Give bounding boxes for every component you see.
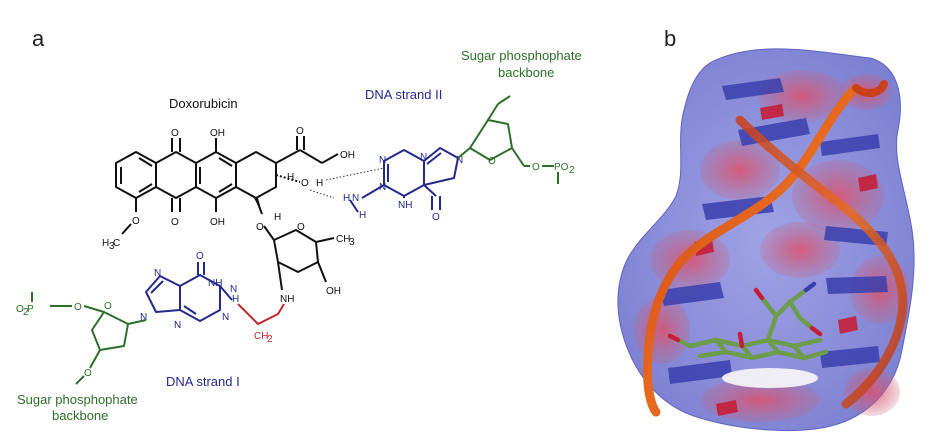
phosphate-o2p-bottom: O 2 P [16, 304, 34, 318]
ring-b [155, 151, 197, 199]
guanine-strand-i [145, 262, 233, 322]
svg-text:H: H [102, 238, 109, 249]
svg-text:N: N [230, 284, 237, 295]
svg-text:O: O [84, 368, 92, 379]
svg-text:NH: NH [398, 200, 412, 211]
svg-text:3: 3 [349, 237, 355, 248]
svg-text:N: N [379, 182, 386, 193]
methyl-h3c: H 3 C [102, 238, 120, 252]
methylene-crosslink [237, 303, 285, 326]
daunosamine-ring [273, 229, 319, 273]
svg-text:2: 2 [267, 334, 273, 345]
atom-h: H [287, 172, 294, 183]
svg-text:O: O [196, 251, 204, 262]
svg-text:N: N [420, 152, 427, 163]
atom-oh: OH [210, 128, 225, 139]
ligand-nitrogen [803, 281, 817, 293]
svg-text:2: 2 [569, 165, 575, 176]
guanine-atoms: N N N N NH O H N H [343, 152, 463, 223]
svg-text:N: N [379, 155, 386, 166]
svg-text:N: N [174, 320, 181, 331]
label-sugar-top-line1: Sugar phosphophate [461, 48, 582, 63]
svg-text:N: N [140, 312, 147, 323]
ring-d [235, 151, 277, 199]
svg-text:O: O [488, 156, 496, 167]
atom-o-glycoside: O [256, 222, 264, 233]
atom-o-sugar: O [297, 222, 305, 233]
panel-label-a: a [32, 26, 45, 51]
sugar-backbone-top-atoms: O O PO 2 [488, 156, 575, 176]
svg-text:O: O [104, 301, 112, 312]
doxorubicin-ligand [675, 287, 829, 361]
surface-patch [634, 296, 690, 364]
ch2-label: CH 2 [254, 331, 273, 345]
sugar-backbone-bottom [31, 292, 147, 385]
svg-text:N: N [352, 193, 359, 204]
svg-text:2: 2 [23, 307, 29, 318]
sugar-backbone-top [457, 95, 559, 184]
atom-h-hbond: H [316, 178, 323, 189]
svg-text:C: C [113, 238, 120, 249]
label-sugar-bottom-line1: Sugar phosphophate [17, 392, 138, 407]
svg-text:O: O [16, 304, 24, 315]
svg-text:O: O [532, 162, 540, 173]
binding-cavity [722, 368, 818, 388]
svg-text:CH: CH [336, 234, 350, 245]
guanine-strand-ii [349, 147, 459, 213]
label-dna-strand-i: DNA strand I [166, 374, 240, 389]
ring-c [195, 151, 237, 199]
atom-o-hbond: O [301, 178, 309, 189]
svg-text:O: O [432, 212, 440, 223]
surface-patch [844, 368, 900, 416]
surface-patch [792, 160, 884, 232]
svg-text:P: P [27, 304, 34, 315]
hydrogen-bonds [309, 167, 385, 199]
panel-label-b: b [664, 26, 676, 51]
atom-oh: OH [340, 150, 355, 161]
svg-text:N: N [222, 312, 229, 323]
phosphate-po2-top: PO 2 [554, 162, 575, 176]
surface-patch [700, 140, 780, 200]
svg-text:NH: NH [208, 278, 222, 289]
doxorubicin-structure [115, 136, 339, 291]
sugar-backbone-bottom-atoms: O O O 2 P O [16, 301, 112, 379]
backbone-ribbon-2 [735, 115, 908, 409]
dna-surface-model [617, 48, 915, 431]
svg-text:H: H [343, 193, 350, 204]
atom-o: O [296, 126, 304, 137]
atom-oh: OH [326, 286, 341, 297]
surface-patch [760, 222, 840, 278]
svg-text:PO: PO [554, 162, 569, 173]
atom-o: O [171, 217, 179, 228]
svg-text:H: H [232, 294, 239, 305]
label-dna-strand-ii: DNA strand II [365, 87, 442, 102]
label-sugar-top-line2: backbone [498, 65, 554, 80]
doxorubicin-atoms: O O OH OH O H 3 C O OH O H H H O O CH 3 … [102, 126, 355, 305]
backbone-ribbon [643, 83, 861, 417]
guanine-i-atoms: O NH N N N N H N [140, 251, 239, 331]
svg-text:H: H [359, 210, 366, 221]
svg-text:CH: CH [254, 331, 268, 342]
svg-text:O: O [74, 302, 82, 313]
atom-oh: OH [210, 217, 225, 228]
atom-h: H [274, 212, 281, 223]
label-doxorubicin: Doxorubicin [169, 96, 238, 111]
svg-text:3: 3 [109, 241, 115, 252]
svg-text:N: N [456, 155, 463, 166]
atom-o: O [171, 128, 179, 139]
surface-patch [650, 230, 730, 290]
atom-o: O [132, 216, 140, 227]
svg-text:N: N [154, 268, 161, 279]
atom-nh: NH [280, 294, 294, 305]
methyl-ch3: CH 3 [336, 234, 355, 248]
label-sugar-bottom-line2: backbone [52, 408, 108, 423]
backbone-ribbon-top [852, 80, 888, 97]
ligand-oxygens [667, 287, 823, 349]
